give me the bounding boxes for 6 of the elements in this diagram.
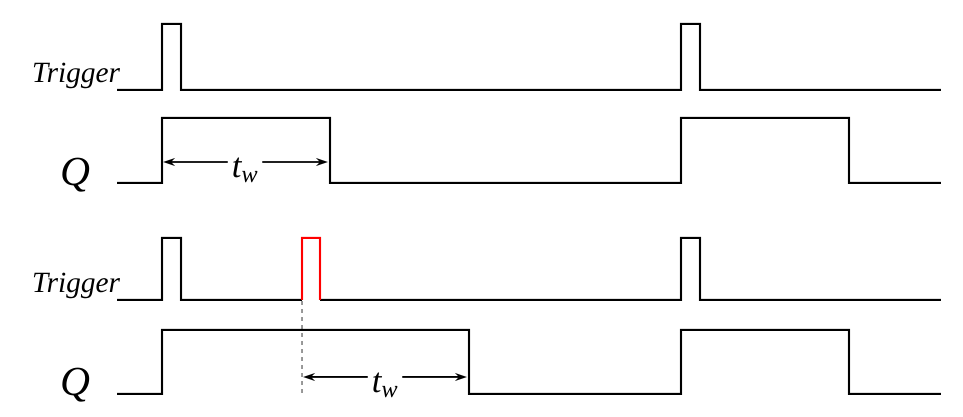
signal-name: Q [62, 158, 90, 192]
dimension-label: t$_{w}$ [228, 153, 262, 186]
dimension-label: t$_{w}$ [368, 368, 402, 402]
signal-name: Trigger [34, 62, 120, 88]
signal-name: Q [62, 368, 90, 402]
signal-name: Trigger [34, 272, 120, 298]
